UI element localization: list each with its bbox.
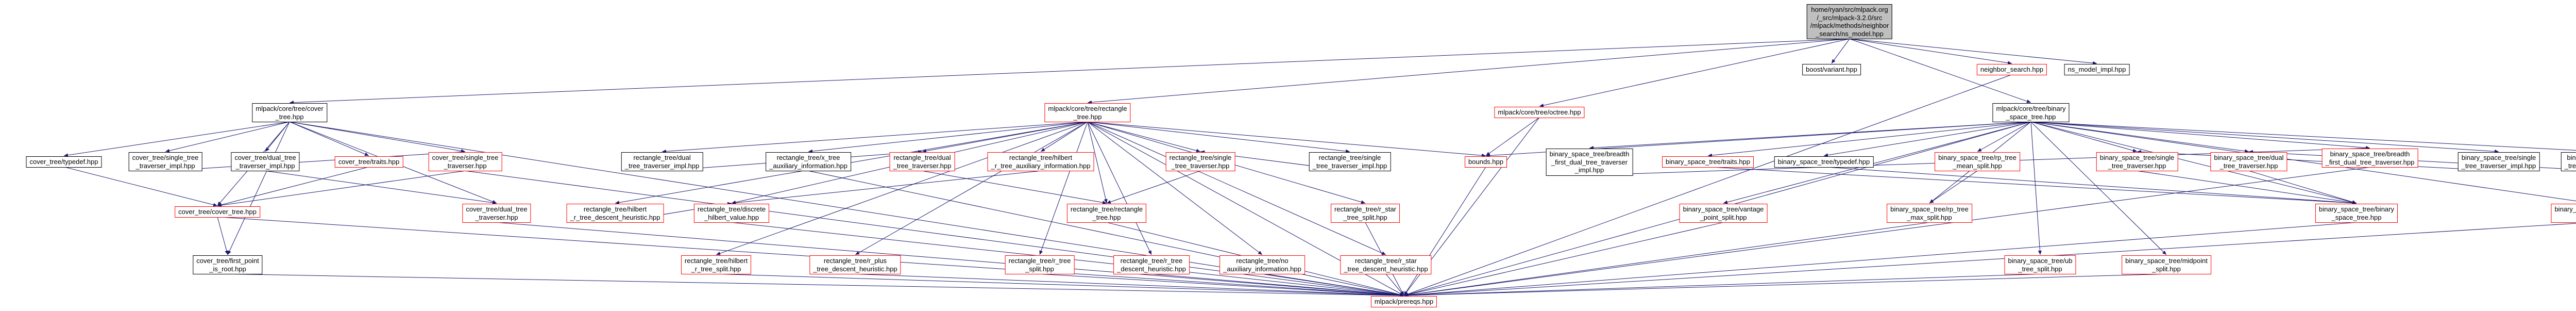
graph-node-rt-rstar-split[interactable]: rectangle_tree/r_star _tree_split.hpp	[1331, 204, 1400, 223]
graph-node-bst-ub[interactable]: binary_space_tree/ub _tree_split.hpp	[2004, 255, 2076, 275]
graph-node-bst-bfdt[interactable]: binary_space_tree/breadth _first_dual_tr…	[2321, 149, 2418, 168]
graph-node-rt-hilbert-split[interactable]: rectangle_tree/hilbert _r_tree_split.hpp	[681, 255, 752, 275]
graph-node-rt-x-aux[interactable]: rectangle_tree/x_tree _auxiliary_informa…	[766, 152, 851, 172]
graph-node-ct-traits[interactable]: cover_tree/traits.hpp	[334, 156, 403, 168]
graph-node-bst-bst[interactable]: binary_space_tree/binary _space_tree.hpp	[2315, 204, 2398, 223]
graph-node-neighbor-search[interactable]: neighbor_search.hpp	[1976, 64, 2047, 75]
graph-node-root[interactable]: home/ryan/src/mlpack.org /_src/mlpack-3.…	[1806, 4, 1893, 40]
graph-node-ct-st[interactable]: cover_tree/single_tree _traverser.hpp	[428, 152, 502, 172]
graph-node-rt-dt-impl[interactable]: rectangle_tree/dual _tree_traverser_impl…	[621, 152, 703, 172]
graph-node-rt-rect[interactable]: rectangle_tree/rectangle _tree.hpp	[1066, 204, 1147, 223]
graph-node-rt-hilbert-aux[interactable]: rectangle_tree/hilbert _r_tree_auxiliary…	[987, 152, 1094, 172]
graph-node-bst-mid[interactable]: binary_space_tree/midpoint _split.hpp	[2122, 255, 2211, 275]
graph-node-ct-dt[interactable]: cover_tree/dual_tree _traverser.hpp	[462, 204, 531, 223]
graph-node-bst-mean[interactable]: binary_space_tree/mean _split.hpp	[2551, 204, 2576, 223]
graph-node-rt-dt[interactable]: rectangle_tree/dual _tree_traverser.hpp	[889, 152, 955, 172]
graph-node-rt-hilbert-desc[interactable]: rectangle_tree/hilbert _r_tree_descent_h…	[566, 204, 664, 223]
graph-node-rt-r-split[interactable]: rectangle_tree/r_tree _split.hpp	[1005, 255, 1075, 275]
graph-node-rt-st-impl[interactable]: rectangle_tree/single _tree_traverser_im…	[1309, 152, 1391, 172]
graph-node-ns-model-impl[interactable]: ns_model_impl.hpp	[2064, 64, 2130, 75]
graph-node-ct-st-impl[interactable]: cover_tree/single_tree _traverser_impl.h…	[128, 152, 202, 172]
graph-node-rect-main[interactable]: mlpack/core/tree/rectangle _tree.hpp	[1044, 103, 1131, 123]
graph-node-bst-vp[interactable]: binary_space_tree/vantage _point_split.h…	[1679, 204, 1768, 223]
graph-node-octree-main[interactable]: mlpack/core/tree/octree.hpp	[1494, 107, 1585, 118]
graph-node-rt-no-aux[interactable]: rectangle_tree/no _auxiliary_information…	[1219, 255, 1305, 275]
graph-node-rt-rstar-desc[interactable]: rectangle_tree/r_star _tree_descent_heur…	[1340, 255, 1432, 275]
graph-node-ct-typedef[interactable]: cover_tree/typedef.hpp	[26, 156, 102, 168]
graph-node-bst-rp-mean[interactable]: binary_space_tree/rp_tree _mean_split.hp…	[1935, 152, 2020, 172]
graph-node-prereqs[interactable]: mlpack/prereqs.hpp	[1370, 296, 1437, 307]
graph-node-bst-traits[interactable]: binary_space_tree/traits.hpp	[1662, 156, 1754, 168]
graph-node-bst-st[interactable]: binary_space_tree/single _tree_traverser…	[2096, 152, 2178, 172]
graph-node-bst-dt[interactable]: binary_space_tree/dual _tree_traverser.h…	[2210, 152, 2287, 172]
graph-node-rt-dhv[interactable]: rectangle_tree/discrete _hilbert_value.h…	[693, 204, 770, 223]
graph-node-rt-st[interactable]: rectangle_tree/single _tree_traverser.hp…	[1165, 152, 1235, 172]
graph-node-ct-cover[interactable]: cover_tree/cover_tree.hpp	[175, 206, 260, 218]
graph-node-bst-typedef[interactable]: binary_space_tree/typedef.hpp	[1774, 156, 1874, 168]
graph-node-ct-fpr[interactable]: cover_tree/first_point _is_root.hpp	[193, 255, 263, 275]
graph-node-bst-rp-max[interactable]: binary_space_tree/rp_tree _max_split.hpp	[1887, 204, 1972, 223]
graph-node-ct-dt-impl[interactable]: cover_tree/dual_tree _traverser_impl.hpp	[231, 152, 300, 172]
graph-node-rt-r-desc[interactable]: rectangle_tree/r_tree _descent_heuristic…	[1113, 255, 1190, 275]
graph-node-bounds[interactable]: bounds.hpp	[1465, 156, 1507, 168]
graph-node-bst-bfdt-impl[interactable]: binary_space_tree/breadth _first_dual_tr…	[1546, 149, 1633, 176]
graph-node-boost-variant[interactable]: boost/variant.hpp	[1802, 64, 1861, 75]
graph-node-bst-st-impl[interactable]: binary_space_tree/single _tree_traverser…	[2458, 152, 2540, 172]
graph-node-bst-main[interactable]: mlpack/core/tree/binary _space_tree.hpp	[1992, 103, 2070, 123]
graph-node-bst-dt-impl[interactable]: binary_space_tree/dual _tree_traverser_i…	[2561, 152, 2576, 172]
graph-node-cover-main[interactable]: mlpack/core/tree/cover _tree.hpp	[252, 103, 327, 123]
graph-node-rt-rplus-desc[interactable]: rectangle_tree/r_plus _tree_descent_heur…	[809, 255, 901, 275]
